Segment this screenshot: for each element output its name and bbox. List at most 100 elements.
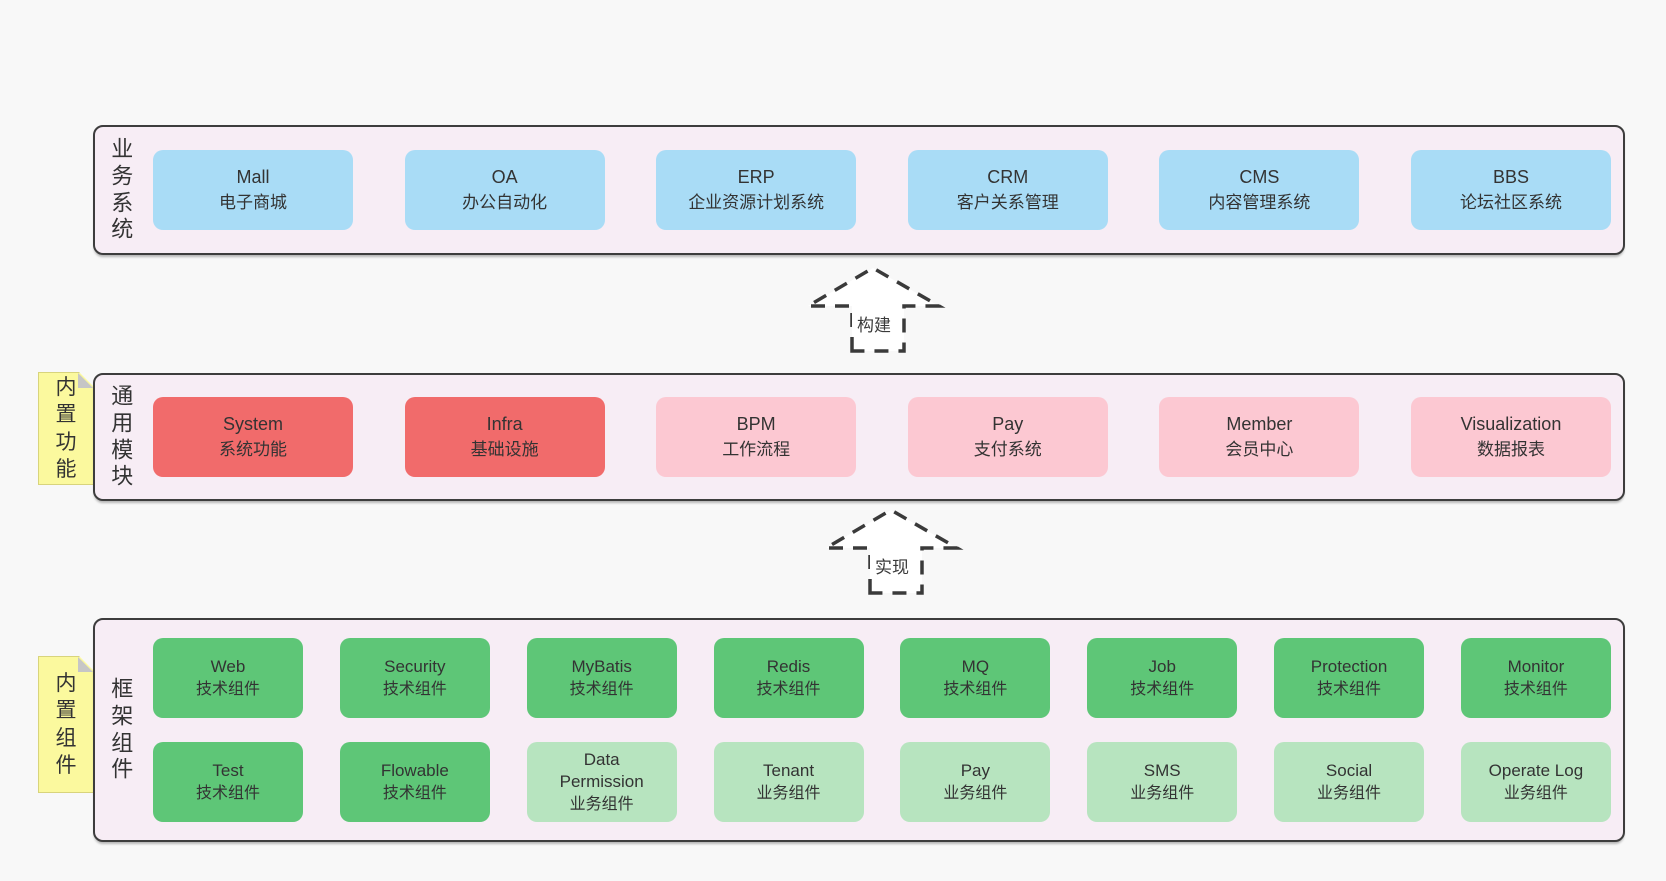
card-title: MyBatis — [571, 657, 632, 677]
card-subtitle: 内容管理系统 — [1208, 193, 1311, 213]
card-pay: Pay 支付系统 — [907, 397, 1108, 477]
card-title: Flowable — [380, 761, 449, 781]
card-bbs: BBS 论坛社区系统 — [1410, 150, 1611, 230]
card-title: Web — [210, 657, 246, 677]
card-title: Pay — [992, 414, 1024, 434]
card-title: Redis — [766, 657, 811, 677]
card-title: Member — [1226, 414, 1293, 434]
card-protection: Protection 技术组件 — [1274, 638, 1425, 718]
card-title: SMS — [1143, 761, 1181, 781]
card-subtitle: 业务组件 — [1317, 784, 1382, 802]
card-title: Monitor — [1507, 657, 1565, 677]
card-title: BPM — [736, 414, 776, 434]
card-title: Social — [1325, 761, 1373, 781]
card-subtitle: 会员中心 — [1225, 440, 1294, 460]
card-title: Visualization — [1460, 414, 1562, 434]
card-title: CRM — [987, 167, 1029, 187]
card-tenant: Tenant 业务组件 — [713, 742, 864, 822]
card-social: Social 业务组件 — [1274, 742, 1425, 822]
card-subtitle: 业务组件 — [756, 784, 821, 802]
framework-rows: Web 技术组件 Security 技术组件 MyBatis 技术组件 Redi… — [153, 620, 1611, 840]
card-title: BBS — [1492, 167, 1529, 187]
card-subtitle: 论坛社区系统 — [1459, 193, 1562, 213]
card-subtitle: 技术组件 — [569, 680, 634, 698]
card-subtitle: 技术组件 — [195, 784, 260, 802]
build-arrow: 构建 — [800, 264, 948, 354]
card-crm: CRM 客户关系管理 — [907, 150, 1108, 230]
card-title: System — [222, 414, 283, 434]
card-data-permission: Data Permission 业务组件 — [526, 742, 677, 822]
card-title: Tenant — [763, 761, 815, 781]
implement-arrow-label: 实现 — [870, 552, 914, 579]
card-title: Protection — [1310, 657, 1388, 677]
card-subtitle: 技术组件 — [382, 784, 447, 802]
card-subtitle: 企业资源计划系统 — [688, 193, 825, 213]
folded-corner-icon — [78, 657, 93, 672]
panel-framework-components: 框架组件 Web 技术组件 Security 技术组件 MyBatis 技术组件… — [93, 618, 1625, 842]
card-subtitle: 业务组件 — [569, 795, 634, 813]
card-subtitle: 技术组件 — [1317, 680, 1382, 698]
card-monitor: Monitor 技术组件 — [1460, 638, 1611, 718]
card-oa: OA 办公自动化 — [404, 150, 605, 230]
card-sms: SMS 业务组件 — [1087, 742, 1238, 822]
card-member: Member 会员中心 — [1159, 397, 1360, 477]
card-mybatis: MyBatis 技术组件 — [526, 638, 677, 718]
panel-business-systems: 业务系统 Mall 电子商城 OA 办公自动化 ERP 企业资源计划系统 CRM… — [93, 125, 1625, 255]
modules-cards-row: System 系统功能 Infra 基础设施 BPM 工作流程 Pay 支付系统… — [153, 375, 1611, 499]
business-cards-row: Mall 电子商城 OA 办公自动化 ERP 企业资源计划系统 CRM 客户关系… — [153, 127, 1611, 253]
card-title: OA — [491, 167, 518, 187]
sticky-label: 内置功能 — [55, 375, 77, 481]
card-pay-biz: Pay 业务组件 — [900, 742, 1051, 822]
card-test: Test 技术组件 — [153, 742, 303, 822]
card-web: Web 技术组件 — [153, 638, 303, 718]
card-title: CMS — [1239, 167, 1280, 187]
framework-cards-row-1: Web 技术组件 Security 技术组件 MyBatis 技术组件 Redi… — [153, 638, 1611, 718]
panel-framework-label: 框架组件 — [111, 676, 134, 782]
card-title: MQ — [961, 657, 990, 677]
panel-common-modules: 通用模块 System 系统功能 Infra 基础设施 BPM 工作流程 Pay… — [93, 373, 1625, 501]
panel-business-label: 业务系统 — [111, 136, 134, 242]
card-title: Infra — [486, 414, 523, 434]
card-mall: Mall 电子商城 — [153, 150, 353, 230]
card-subtitle: 办公自动化 — [462, 193, 548, 213]
card-bpm: BPM 工作流程 — [656, 397, 857, 477]
card-title: Job — [1148, 657, 1176, 677]
card-system: System 系统功能 — [153, 397, 353, 477]
card-subtitle: 支付系统 — [973, 440, 1042, 460]
card-subtitle: 技术组件 — [1503, 680, 1568, 698]
card-erp: ERP 企业资源计划系统 — [656, 150, 857, 230]
card-cms: CMS 内容管理系统 — [1159, 150, 1360, 230]
card-title: Mall — [236, 167, 270, 187]
card-redis: Redis 技术组件 — [713, 638, 864, 718]
card-subtitle: 业务组件 — [943, 784, 1008, 802]
card-subtitle: 数据报表 — [1476, 440, 1545, 460]
card-title: Security — [384, 657, 446, 677]
card-visualization: Visualization 数据报表 — [1410, 397, 1611, 477]
card-title: Test — [212, 761, 244, 781]
folded-corner-icon — [78, 373, 93, 388]
card-subtitle: 技术组件 — [943, 680, 1008, 698]
panel-modules-label: 通用模块 — [111, 383, 134, 489]
sticky-label: 内置组件 — [55, 671, 77, 777]
card-title: ERP — [737, 167, 775, 187]
sticky-note-builtin-features: 内置功能 — [38, 372, 94, 485]
card-title: Data Permission — [559, 750, 644, 792]
card-subtitle: 电子商城 — [219, 193, 287, 213]
card-subtitle: 工作流程 — [722, 440, 791, 460]
card-subtitle: 系统功能 — [219, 440, 287, 460]
card-subtitle: 客户关系管理 — [956, 193, 1059, 213]
dashed-up-arrow-icon — [801, 265, 946, 353]
card-operate-log: Operate Log 业务组件 — [1460, 742, 1611, 822]
dashed-up-arrow-icon — [819, 507, 964, 595]
card-subtitle: 技术组件 — [1130, 680, 1195, 698]
card-job: Job 技术组件 — [1087, 638, 1238, 718]
card-flowable: Flowable 技术组件 — [339, 742, 490, 822]
card-mq: MQ 技术组件 — [900, 638, 1051, 718]
card-title: Pay — [960, 761, 991, 781]
card-subtitle: 业务组件 — [1130, 784, 1195, 802]
build-arrow-label: 构建 — [852, 310, 896, 337]
card-subtitle: 技术组件 — [195, 680, 260, 698]
card-subtitle: 技术组件 — [756, 680, 821, 698]
framework-cards-row-2: Test 技术组件 Flowable 技术组件 Data Permission … — [153, 742, 1611, 822]
